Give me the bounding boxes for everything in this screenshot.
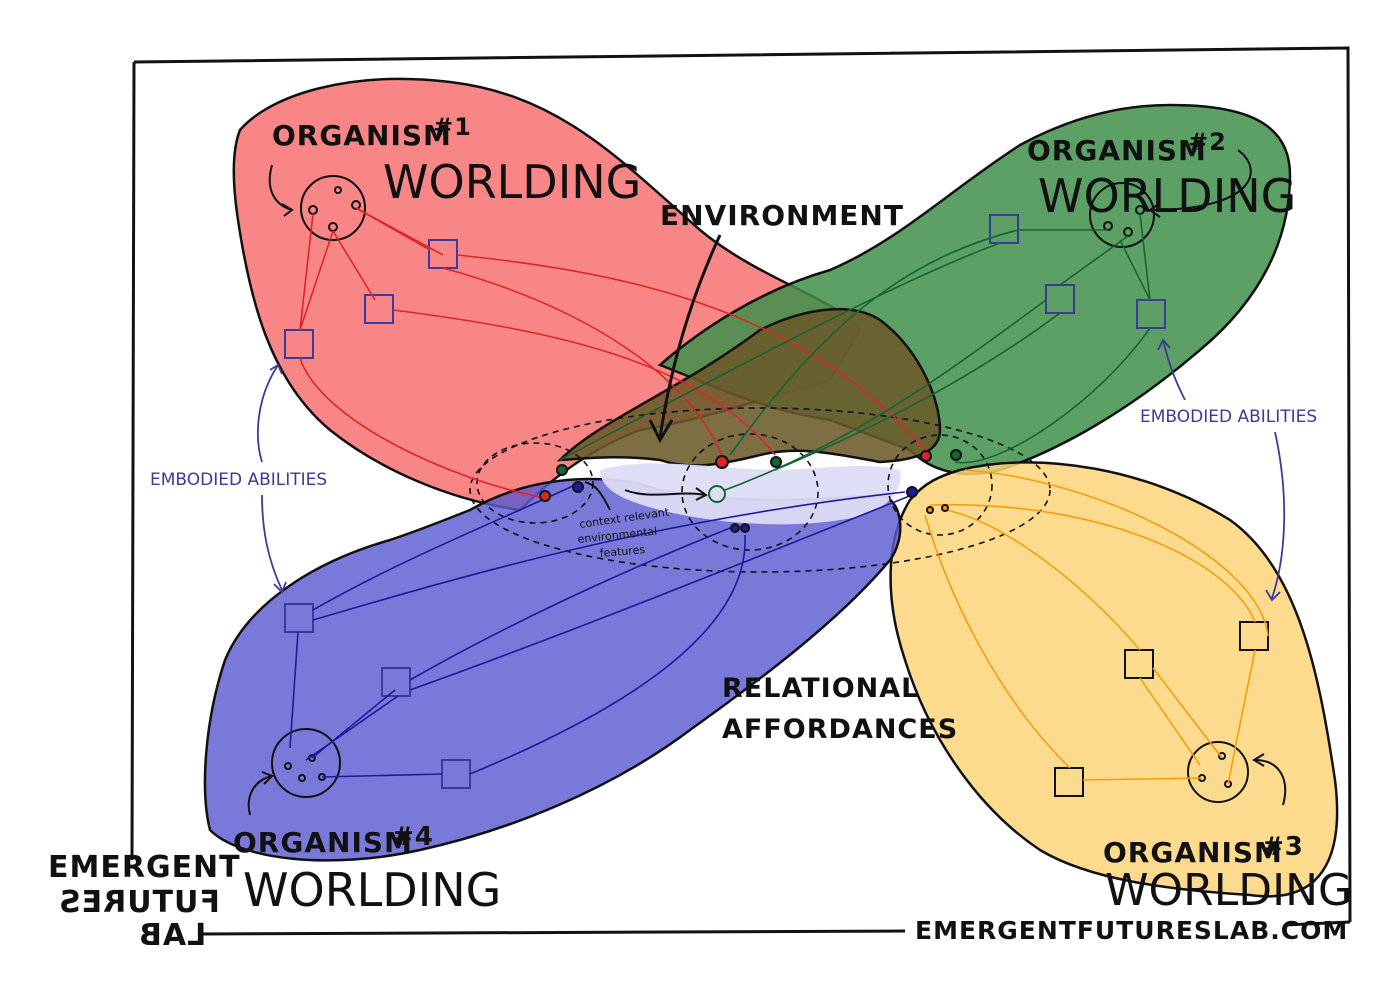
organism-2-title: ORGANISM [1027,134,1207,167]
organism-4-region [205,479,900,860]
brand-line-3: LAB [138,918,206,953]
organism-3-number: #3 [1262,832,1304,862]
organism-3-worlding: WORLDING [1105,865,1352,916]
embodied-abilities-left: EMBODIED ABILITIES [150,470,327,490]
organism-1-number: #1 [433,113,472,141]
organism-2-worlding: WORLDING [1038,169,1296,223]
embodied-abilities-right: EMBODIED ABILITIES [1140,407,1317,427]
organism-1-title: ORGANISM [272,119,452,152]
environment-label: ENVIRONMENT [660,199,904,232]
brand-logo: EMERGENT FUTURES LAB [48,850,241,953]
organism-4-number: #4 [392,822,434,852]
brand-url: EMERGENTFUTURESLAB.COM [915,916,1348,945]
brand-line-1: EMERGENT [48,850,241,885]
relational-line-1: RELATIONAL [722,673,919,704]
relational-line-2: AFFORDANCES [722,714,958,745]
organism-2-number: #2 [1188,128,1227,156]
organism-1-worlding: WORLDING [383,155,641,209]
organism-4-worlding: WORLDING [243,863,501,917]
brand-line-2: FUTURES [58,885,220,920]
organism-4-title: ORGANISM [233,826,413,859]
